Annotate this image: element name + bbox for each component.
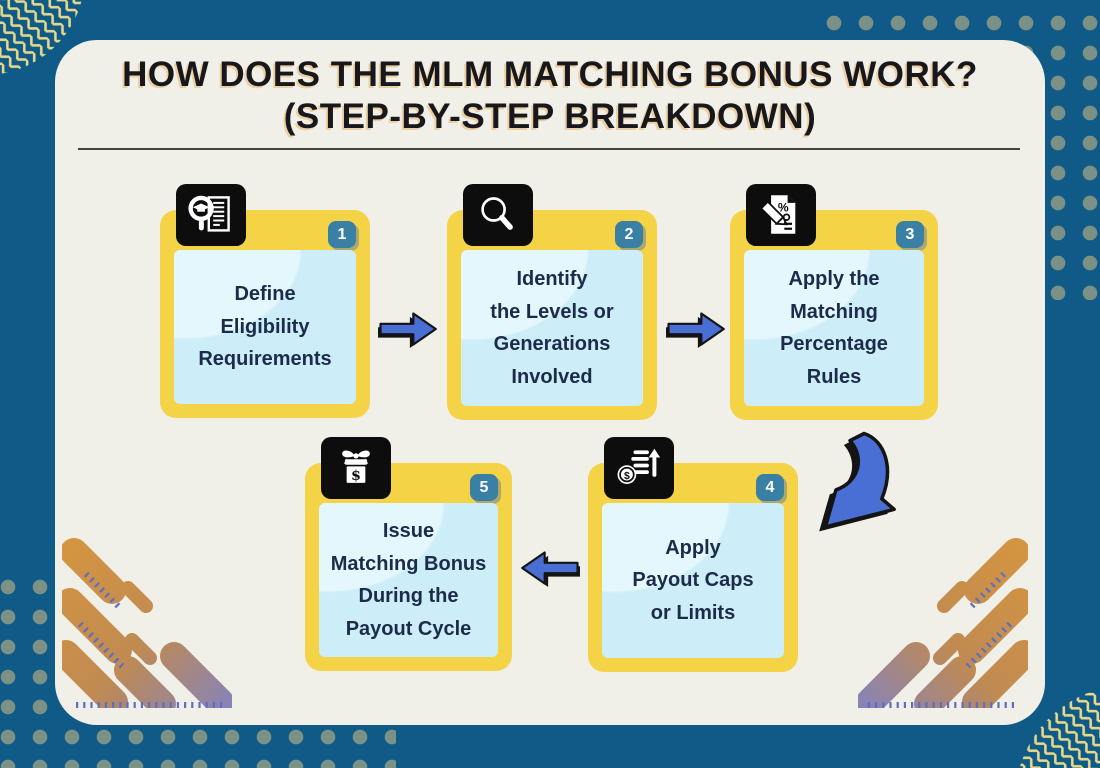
step-number-badge: 5 — [470, 474, 498, 501]
money-growth-icon: $ — [604, 437, 674, 499]
step-text-line: the Levels or — [490, 300, 614, 323]
search-education-document-icon — [176, 184, 246, 246]
step-text-line: Requirements — [198, 348, 332, 371]
gift-dollar-icon: $ — [321, 437, 391, 499]
svg-text:%: % — [778, 201, 789, 215]
step-card-3-body: Apply the Matching Percentage Rules — [744, 250, 924, 406]
diagonal-bars-left-decoration — [62, 538, 232, 708]
step-text-line: Generations — [493, 333, 611, 355]
curved-arrow-step3-to-step4-icon — [813, 428, 910, 541]
step-text-line: Define — [234, 283, 296, 306]
arrow-right-step1-to-step2-icon — [377, 310, 440, 353]
step-card-3: % 3 Apply the Matching Percentage Rules — [730, 184, 938, 420]
step-text-line: Payout Cycle — [345, 617, 472, 640]
step-text-line: Rules — [806, 365, 862, 388]
svg-text:$: $ — [351, 468, 361, 484]
svg-text:$: $ — [624, 471, 630, 482]
step-text-line: Apply the — [788, 268, 880, 290]
step-card-1-body: Define Eligibility Requirements — [174, 250, 356, 404]
step-card-2-body: Identify the Levels or Generations Invol… — [461, 250, 643, 406]
percentage-document-pencil-icon: % — [746, 184, 816, 246]
title-line-1: HOW DOES THE MLM MATCHING BONUS WORK? — [122, 55, 978, 94]
page-title: HOW DOES THE MLM MATCHING BONUS WORK? (S… — [75, 54, 1025, 138]
step-text-line: Matching Bonus — [330, 552, 487, 575]
step-card-2: 2 Identify the Levels or Generations Inv… — [447, 184, 657, 420]
step-number-badge: 1 — [328, 221, 356, 248]
step-text-line: Issue — [382, 520, 435, 542]
step-text-line: Eligibility — [220, 315, 310, 338]
title-divider — [78, 148, 1020, 150]
step-text-line: Involved — [511, 365, 593, 388]
title-line-2: (STEP-BY-STEP BREAKDOWN) — [283, 97, 817, 136]
step-card-5: $ 5 Issue Matching Bonus During the Payo… — [305, 437, 512, 671]
step-text-line: or Limits — [650, 601, 736, 624]
step-card-4-body: Apply Payout Caps or Limits — [602, 503, 784, 658]
diagonal-bars-right-decoration — [858, 538, 1028, 708]
step-text-line: Apply — [665, 536, 721, 559]
step-number-badge: 2 — [615, 221, 643, 248]
step-card-5-body: Issue Matching Bonus During the Payout C… — [319, 503, 498, 657]
step-text-line: Identify — [516, 268, 588, 290]
step-text-line: Percentage — [780, 333, 888, 355]
magnifier-icon — [463, 184, 533, 246]
arrow-left-step4-to-step5-icon — [518, 549, 581, 592]
step-card-1: 1 Define Eligibility Requirements — [160, 184, 370, 418]
arrow-right-step2-to-step3-icon — [665, 310, 728, 353]
step-number-badge: 3 — [896, 221, 924, 248]
step-number-badge: 4 — [756, 474, 784, 501]
step-text-line: During the — [358, 585, 459, 607]
step-text-line: Matching — [790, 300, 878, 323]
step-text-line: Payout Caps — [632, 569, 754, 592]
step-card-4: $ 4 Apply Payout Caps or Limits — [588, 437, 798, 672]
